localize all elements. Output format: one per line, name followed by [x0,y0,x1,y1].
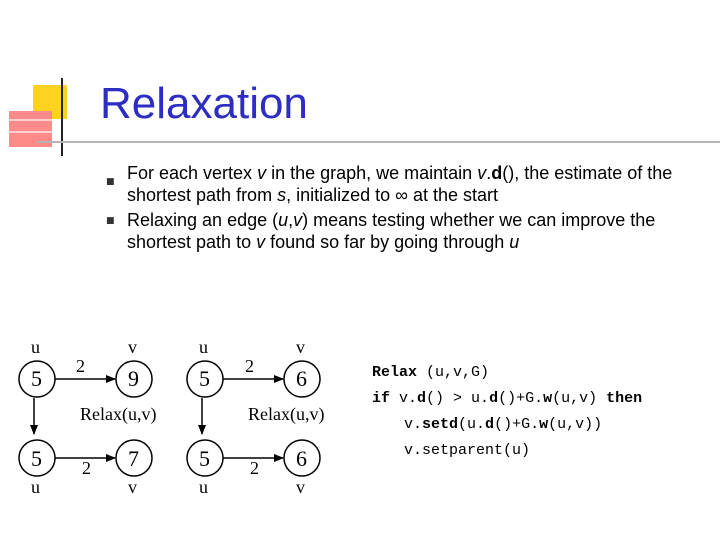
relax-label-1: Relax(u,v) [80,404,157,424]
value-v-after-1: 7 [128,446,139,471]
code-line-setd: v.setd(u.d()+G.w(u,v)) [404,416,603,433]
weight-before-2: 2 [245,356,254,376]
label-v-before-2: v [296,337,305,357]
bullet-text-1: For each vertex v in the graph, we maint… [127,163,673,205]
code-line-setparent: v.setparent(u) [404,442,531,459]
code-line-if: if v.d() > u.d()+G.w(u,v) then [372,390,643,407]
bullet-text-2: Relaxing an edge (u,v) means testing whe… [127,210,656,252]
label-u-after-2: u [199,477,208,497]
label-u-before-1: u [31,337,40,357]
code-line-header: Relax (u,v,G) [372,364,490,381]
node-v-after-1 [115,439,153,477]
value-u-before-1: 5 [31,366,42,391]
weight-after-2: 2 [250,458,259,478]
relax-label-2: Relax(u,v) [248,404,325,424]
node-v-before-2 [283,360,321,398]
bullet-marker: ■ [106,177,115,187]
value-u-after-2: 5 [199,446,210,471]
value-v-before-1: 9 [128,366,139,391]
relax-pseudocode: Relax (u,v,G) if v.d() > u.d()+G.w(u,v) … [372,360,642,464]
label-u-before-2: u [199,337,208,357]
node-v-after-2 [283,439,321,477]
slide-title: Relaxation [100,79,308,128]
value-u-before-2: 5 [199,366,210,391]
decor-vertical-line [61,78,63,156]
label-v-after-2: v [296,477,305,497]
node-v-before-1 [115,360,153,398]
label-u-after-1: u [31,477,40,497]
weight-before-1: 2 [76,356,85,376]
value-u-after-1: 5 [31,446,42,471]
weight-after-1: 2 [82,458,91,478]
label-v-before-1: v [128,337,137,357]
title-underline [37,141,720,143]
value-v-before-2: 6 [296,366,307,391]
bullet-marker: ■ [106,216,115,226]
label-v-after-1: v [128,477,137,497]
value-v-after-2: 6 [296,446,307,471]
